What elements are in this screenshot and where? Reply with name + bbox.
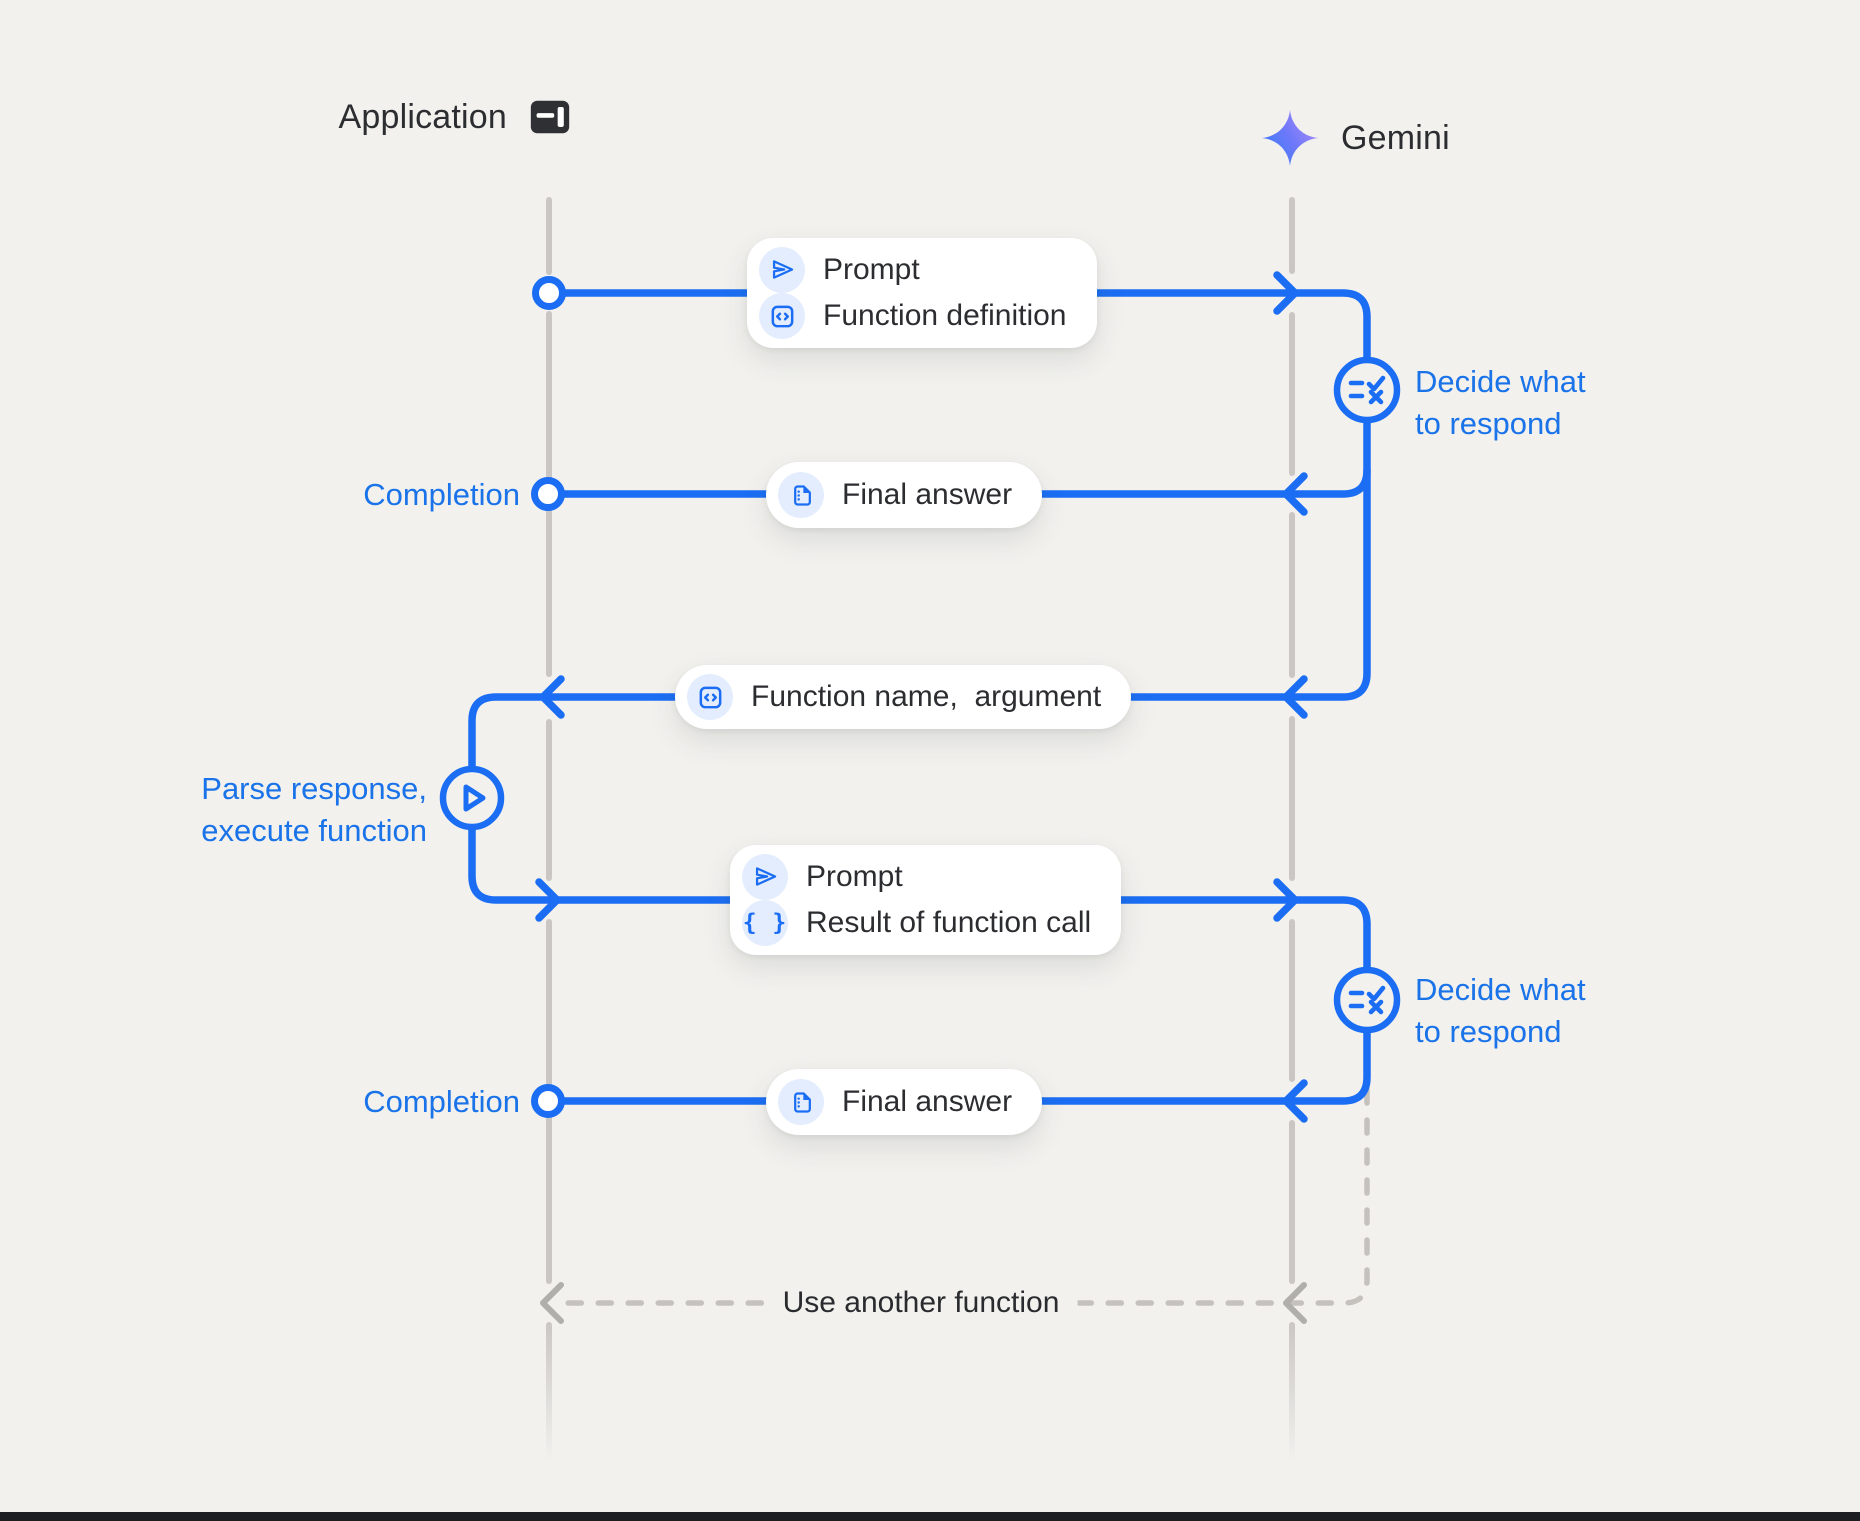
message-label: Result of function call — [806, 906, 1092, 940]
application-label: Application — [338, 97, 507, 136]
message-card-final-answer: Final answer — [766, 1069, 1043, 1135]
message-row: { } Result of function call — [742, 900, 1092, 947]
execute-play-icon — [439, 765, 505, 831]
actor-gemini: Gemini — [1259, 106, 1450, 170]
actor-application: Application — [255, 94, 573, 140]
decide-rules-icon — [1333, 356, 1401, 424]
message-card-prompt-result: Prompt { } Result of function call — [730, 845, 1122, 955]
bottom-edge-bar — [0, 1512, 1860, 1521]
left-arrowhead-icon — [1283, 1282, 1307, 1324]
app-window-icon — [527, 94, 573, 140]
message-label: Prompt — [823, 252, 920, 286]
completion-label: Completion — [363, 1084, 520, 1119]
left-arrowhead-icon — [540, 1282, 564, 1324]
completion-node — [531, 477, 565, 511]
completion-label: Completion — [363, 477, 520, 512]
message-label: Function definition — [823, 299, 1067, 333]
message-row: Final answer — [778, 1079, 1012, 1125]
send-icon — [742, 853, 788, 900]
message-card-prompt-function-definition: Prompt Function definition — [747, 238, 1097, 348]
message-row: Prompt — [742, 853, 1091, 900]
message-label: Function name, argument — [751, 680, 1102, 713]
message-label: Prompt — [806, 859, 903, 893]
message-card-final-answer: Final answer — [766, 462, 1043, 528]
left-arrowhead-icon — [1282, 472, 1308, 516]
use-another-function-path — [540, 1087, 1370, 1324]
message-row: Function definition — [759, 293, 1067, 340]
parse-execute-note: Parse response, execute function — [201, 771, 427, 848]
message-label: Final answer — [842, 478, 1013, 511]
left-arrowhead-icon — [1282, 1079, 1308, 1123]
right-arrowhead-icon — [535, 878, 561, 922]
message-row: Final answer — [778, 472, 1012, 518]
left-arrowhead-icon — [1282, 675, 1308, 719]
code-icon — [687, 674, 733, 720]
use-another-function-label: Use another function — [764, 1286, 1078, 1320]
message-start-node — [532, 276, 566, 310]
left-arrowhead-icon — [539, 675, 565, 719]
code-icon — [759, 293, 805, 340]
gemini-label: Gemini — [1341, 118, 1450, 157]
document-icon — [778, 1079, 824, 1125]
message-card-function-name-argument: Function name, argument — [675, 665, 1132, 729]
message-row: Prompt — [759, 246, 1067, 293]
braces-icon: { } — [742, 900, 788, 947]
decide-note-1: Decide what to respond — [1415, 364, 1586, 441]
right-arrowhead-icon — [1273, 271, 1299, 315]
gemini-sparkle-icon — [1259, 107, 1321, 169]
completion-node — [531, 1084, 565, 1118]
send-icon — [759, 246, 805, 293]
decide-rules-icon — [1333, 966, 1401, 1034]
right-arrowhead-icon — [1273, 878, 1299, 922]
message-label: Final answer — [842, 1085, 1013, 1118]
decide-note-2: Decide what to respond — [1415, 972, 1586, 1049]
document-icon — [778, 472, 824, 518]
message-row: Function name, argument — [687, 674, 1101, 720]
